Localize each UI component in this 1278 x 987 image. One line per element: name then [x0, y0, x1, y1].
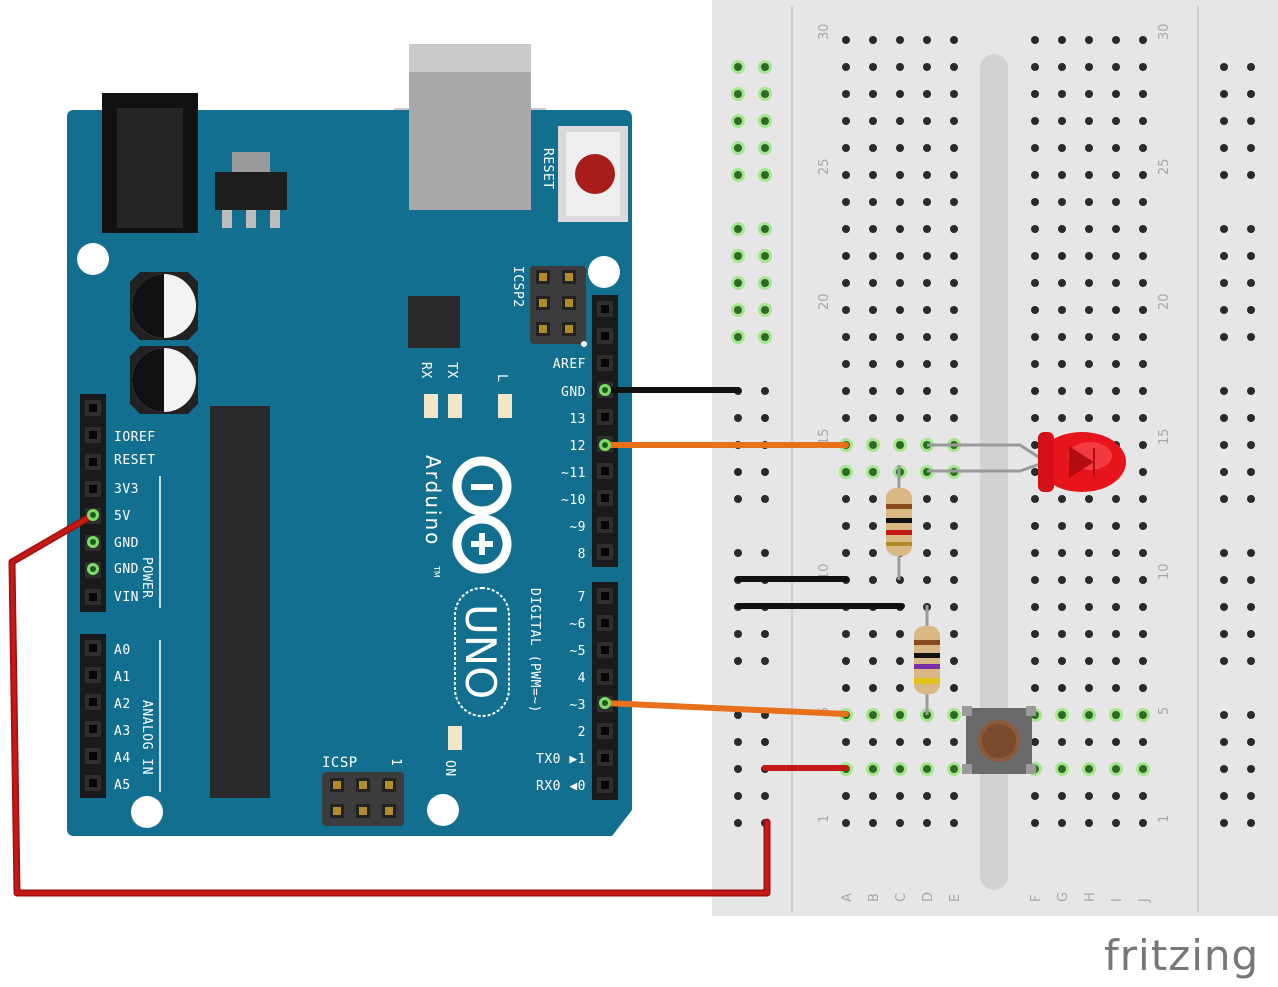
digital-section-label: DIGITAL (PWM=~) [527, 588, 542, 713]
pin-label-3v3: 3V3 [114, 482, 139, 497]
column-letter-h: H [1083, 892, 1098, 902]
row-number-30-right: 30 [1157, 23, 1172, 40]
column-letter-e: E [948, 894, 963, 902]
tx-led [448, 394, 462, 418]
uno-badge [454, 587, 510, 717]
mounting-hole [131, 796, 163, 828]
on-label: ON [442, 760, 457, 777]
pin-label-a0: A0 [114, 643, 131, 658]
pin-label-4: 4 [578, 671, 586, 686]
row-number-25-left: 25 [817, 158, 832, 175]
row-number-10-right: 10 [1157, 563, 1172, 580]
rx-led [424, 394, 438, 418]
icsp-header [322, 772, 404, 826]
row-number-10-left: 10 [817, 563, 832, 580]
pushbutton[interactable] [962, 706, 1036, 774]
uno-label: UNO [456, 604, 505, 699]
pin-label-7: 7 [578, 590, 586, 605]
pin-label-1: TX0 ▶1 [536, 752, 586, 767]
pin-label-ioref: IOREF [114, 430, 156, 445]
row-number-1-left: 1 [817, 815, 832, 823]
column-letter-c: C [894, 893, 909, 902]
row-number-25-right: 25 [1157, 158, 1172, 175]
resistor-1[interactable] [886, 465, 912, 580]
mounting-hole [588, 256, 620, 288]
pin-label-gnd-1: GND [114, 536, 139, 551]
on-led [448, 726, 462, 750]
pin-label-gnd-2: GND [114, 562, 139, 577]
pin-label-12: 12 [569, 439, 586, 454]
column-letter-g: G [1056, 892, 1071, 902]
microcontroller-chip [210, 406, 270, 798]
row-number-15-right: 15 [1157, 428, 1172, 445]
pin-label-reset: RESET [114, 453, 156, 468]
column-letter-a: A [840, 893, 855, 902]
pin-label-a4: A4 [114, 751, 131, 766]
mounting-hole [77, 243, 109, 275]
pin-label-0: RX0 ◀0 [536, 779, 586, 794]
l-label: L [494, 374, 509, 382]
wires [8, 387, 905, 897]
capacitor [130, 346, 198, 414]
pin-label-a2: A2 [114, 697, 131, 712]
resistor-2[interactable] [914, 605, 940, 715]
column-letter-b: B [867, 893, 882, 902]
pin-label-vin: VIN [114, 590, 139, 605]
icsp2-label: ICSP2 [510, 266, 525, 308]
pin-label-2: 2 [578, 725, 586, 740]
pin-label-10: ~10 [561, 493, 586, 508]
column-letter-i: I [1110, 898, 1125, 902]
row-number-20-right: 20 [1157, 293, 1172, 310]
row-number-15-left: 15 [817, 428, 832, 445]
analog-section-label: ANALOG IN [139, 700, 154, 775]
pin-label-3: ~3 [569, 698, 586, 713]
pin-label-a5: A5 [114, 778, 131, 793]
fritzing-logo: fritzing [1104, 931, 1260, 980]
pin-label-6: ~6 [569, 617, 586, 632]
pin-label-a3: A3 [114, 724, 131, 739]
reset-label: RESET [540, 148, 555, 190]
analog-header [80, 634, 106, 798]
pin-label-13: 13 [569, 412, 586, 427]
power-header [80, 394, 106, 612]
icsp-label: ICSP [322, 755, 358, 771]
red-led[interactable] [927, 432, 1126, 492]
pin-label-5: ~5 [569, 644, 586, 659]
power-section-label: POWER [139, 557, 154, 599]
pin-label-aref: AREF [553, 357, 586, 372]
pin-label-9: ~9 [569, 520, 586, 535]
mounting-hole [427, 794, 459, 826]
column-letter-d: D [921, 892, 936, 902]
trademark: TM [432, 565, 441, 578]
tx-label: TX [444, 362, 459, 379]
usb-chip [408, 296, 460, 348]
row-number-30-left: 30 [817, 23, 832, 40]
pin-label-5v: 5V [114, 509, 131, 524]
rx-label: RX [418, 362, 433, 379]
pin-label-11: ~11 [561, 466, 586, 481]
breadboard: 30 25 20 15 10 5 1 30 25 20 15 10 5 1 A … [712, 0, 1278, 916]
l-led [498, 394, 512, 418]
capacitor [130, 272, 198, 340]
digital-header-lower [592, 582, 618, 800]
row-number-20-left: 20 [817, 293, 832, 310]
voltage-regulator [232, 152, 270, 172]
arduino-wordmark: Arduino [421, 455, 445, 546]
icsp2-header [530, 266, 587, 347]
row-number-1-right: 1 [1157, 815, 1172, 823]
digital-header-upper [592, 295, 618, 567]
wire-pin3-orange[interactable] [602, 700, 849, 717]
reset-button[interactable] [558, 126, 628, 222]
row-number-5-right: 5 [1157, 707, 1172, 715]
column-letter-j: J [1137, 898, 1152, 903]
column-letter-f: F [1029, 895, 1044, 902]
board-pcb [67, 110, 632, 836]
pin-label-8: 8 [578, 547, 586, 562]
arduino-logo [452, 456, 512, 574]
pin-label-a1: A1 [114, 670, 131, 685]
icsp-pin1-label: 1 [388, 758, 403, 766]
pin-label-gnd-digital: GND [561, 385, 586, 400]
arduino-uno-board: RESET ICSP2 RX TX L ON [67, 44, 632, 836]
